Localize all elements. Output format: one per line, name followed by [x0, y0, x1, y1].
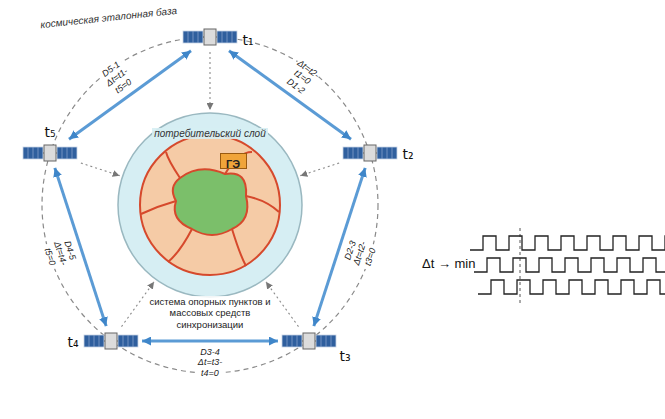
reference-label: ГЭ	[221, 157, 245, 171]
reference-box: ГЭ	[220, 153, 247, 169]
satellite-icon	[83, 329, 139, 353]
satellite: t₁	[182, 25, 238, 49]
sync-link	[142, 340, 278, 343]
satellite-icon	[22, 141, 78, 165]
globe	[140, 135, 280, 275]
earth-globe	[118, 113, 302, 297]
satellite-icon	[182, 25, 238, 49]
broadcast-line	[209, 52, 210, 110]
square-wave	[478, 280, 665, 294]
satellite-time: t₃	[339, 348, 350, 364]
caption-label: Δt → min	[422, 256, 475, 272]
square-wave	[474, 258, 665, 272]
link-label: D5-1 Δt=t1-t5=0	[98, 57, 138, 98]
link-label: D2-3 Δt=t2-t3=0	[341, 236, 379, 271]
sync-link	[69, 51, 191, 139]
link-label: D4-5 Δt=t4-t5=0	[41, 236, 79, 271]
broadcast-line	[300, 163, 339, 176]
satellite-icon	[281, 329, 337, 353]
satellite-icon	[342, 141, 398, 165]
sync-marker	[520, 228, 521, 306]
label-box: космическая эталонная база	[40, 5, 178, 31]
sync-link	[229, 51, 351, 139]
caption-label: система опорных пунктов и массовых средс…	[148, 296, 272, 330]
square-waves	[470, 236, 665, 294]
satellite: t₃	[281, 329, 337, 353]
satellite: t₅	[22, 141, 78, 165]
label-box: система опорных пунктов и массовых средс…	[148, 296, 272, 330]
satellite: t₂	[342, 141, 398, 165]
satellite-time: t₅	[44, 124, 55, 140]
satellite-time: t₂	[402, 146, 413, 162]
caption-label: космическая эталонная база	[40, 5, 178, 31]
square-wave	[470, 236, 665, 250]
layer-label-text: потребительский слой	[152, 128, 267, 139]
consumer-layer-globe: ГЭ потребительский слой	[118, 113, 302, 297]
broadcast-line	[81, 163, 120, 176]
link-label: Δt=t2-t1=0 D1-2	[283, 57, 323, 98]
link-label: D3-4 Δt=t3-t4=0	[197, 347, 223, 378]
region-borders	[141, 152, 279, 266]
label-box: Δt → min	[422, 256, 475, 272]
satellite-time: t₁	[242, 32, 253, 48]
satellite: t₄	[83, 329, 139, 353]
satellite-time: t₄	[67, 334, 78, 350]
layer-label: потребительский слой	[118, 128, 302, 139]
continent	[173, 169, 248, 235]
consumer-layer	[118, 113, 302, 297]
orbit-circle	[42, 37, 378, 373]
